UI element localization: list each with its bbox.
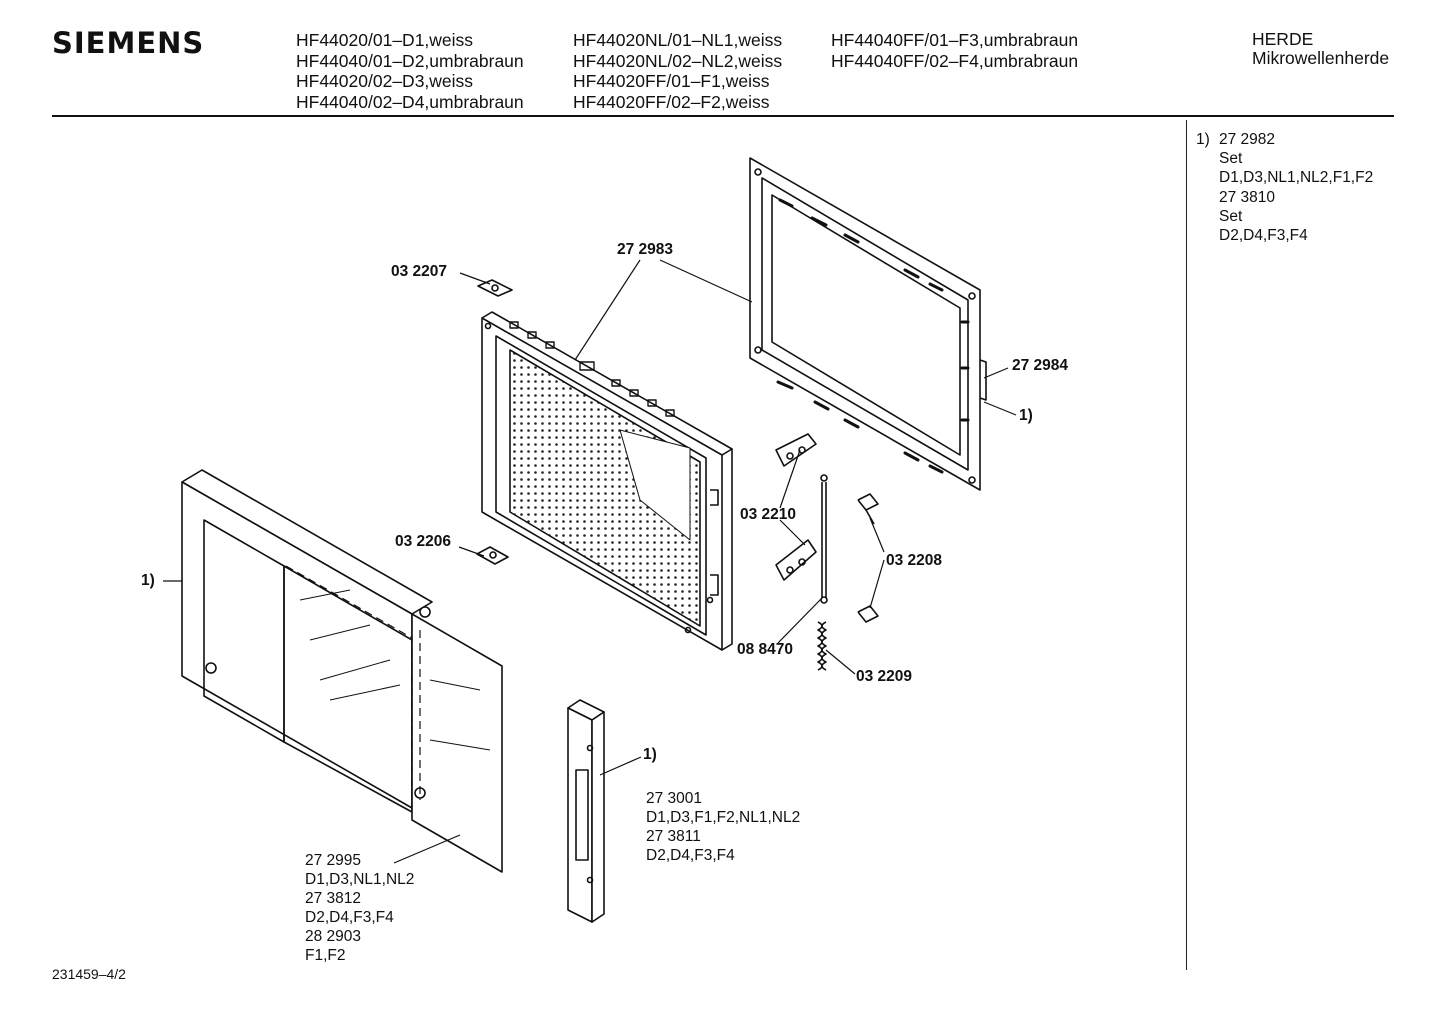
model-entry: HF44020NL/01–NL1,weiss — [573, 30, 783, 50]
model-entry: HF44020/02–D3,weiss — [296, 71, 474, 92]
part-number-line: D2,D4,F3,F4 — [305, 909, 394, 926]
clip-part-032206 — [476, 546, 509, 565]
footnote-ref-door: 1) — [141, 572, 155, 589]
part-number-line: 27 2995 — [305, 852, 362, 869]
inner-door-frame-part — [481, 311, 733, 651]
drawing-id: 231459–4/2 — [52, 966, 126, 982]
back-frame-part — [749, 157, 987, 491]
part-number-line: 27 3811 — [646, 828, 701, 845]
part-label-032207: 03 2207 — [391, 263, 448, 280]
model-entry: HF44040/02–D4,umbrabraun — [296, 91, 524, 112]
column-divider — [1186, 120, 1187, 970]
model-entry: HF44040FF/02–F4,umbrabraun — [831, 50, 1079, 71]
door-part-numbers: 27 2995 D1,D3,NL1,NL2 27 3812 D2,D4,F3,F… — [305, 851, 414, 965]
part-number-line: D2,D4,F3,F4 — [646, 847, 735, 864]
model-column-1: HF44020/01–D1,weiss HF44040/01–D2,umbrab… — [296, 30, 524, 112]
category-block: HERDE Mikrowellenherde — [1252, 30, 1389, 68]
clip-part-032207 — [477, 279, 513, 297]
part-label-088470: 08 8470 — [737, 641, 794, 658]
model-column-3: HF44040FF/01–F3,umbrabraun HF44040FF/02–… — [831, 30, 1078, 71]
part-label-272984: 27 2984 — [1012, 357, 1069, 374]
model-entry: HF44020NL/02–NL2,weiss — [573, 50, 783, 71]
part-number-line: D1,D3,NL1,NL2 — [305, 871, 415, 888]
model-entry: HF44020FF/02–F2,weiss — [573, 91, 770, 112]
part-number-line: 27 3812 — [305, 890, 362, 907]
footnote-line: 27 3810 — [1219, 188, 1276, 206]
footnote-key: 1) — [1196, 131, 1210, 148]
model-entry: HF44020FF/01–F1,weiss — [573, 71, 770, 92]
model-entry: HF44040FF/01–F3,umbrabraun — [831, 30, 1079, 50]
part-label-032208: 03 2208 — [886, 552, 943, 569]
model-entry: HF44020/01–D1,weiss — [296, 30, 474, 50]
part-number-line: 28 2903 — [305, 928, 362, 945]
handle-part — [567, 699, 605, 923]
rod-part — [820, 474, 828, 604]
part-label-272983: 27 2983 — [617, 241, 674, 258]
part-number-line: D1,D3,F1,F2,NL1,NL2 — [646, 809, 801, 826]
footnote-line: D2,D4,F3,F4 — [1219, 227, 1308, 245]
model-column-2: HF44020NL/01–NL1,weiss HF44020NL/02–NL2,… — [573, 30, 782, 112]
footnote-line: 27 2982 — [1219, 131, 1276, 148]
footnote-ref-handle: 1) — [643, 746, 657, 763]
model-entry: HF44040/01–D2,umbrabraun — [296, 50, 524, 71]
handle-part-numbers: 27 3001 D1,D3,F1,F2,NL1,NL2 27 3811 D2,D… — [646, 789, 800, 865]
outer-door-part — [181, 469, 503, 873]
part-label-032209: 03 2209 — [856, 668, 913, 685]
part-number-line: 27 3001 — [646, 790, 703, 807]
footnote-line: Set — [1219, 150, 1243, 168]
part-number-line: F1,F2 — [305, 947, 346, 964]
part-label-032210: 03 2210 — [740, 506, 797, 523]
header-divider — [52, 115, 1394, 117]
category-title: HERDE — [1252, 29, 1314, 49]
pin-part — [857, 493, 879, 623]
part-label-032206: 03 2206 — [395, 533, 452, 550]
leader-lines — [163, 259, 1017, 864]
spring-part — [817, 621, 827, 671]
footnote-line: Set — [1219, 207, 1243, 225]
footnote-panel: 1) 27 2982 Set D1,D3,NL1,NL2,F1,F2 27 381… — [1196, 130, 1373, 245]
footnote-ref-frame: 1) — [1019, 407, 1033, 424]
footnote-line: D1,D3,NL1,NL2,F1,F2 — [1219, 169, 1374, 187]
hinge-plate-part — [775, 433, 817, 581]
category-subtitle: Mikrowellenherde — [1252, 48, 1390, 68]
brand-logo: SIEMENS — [52, 26, 205, 60]
